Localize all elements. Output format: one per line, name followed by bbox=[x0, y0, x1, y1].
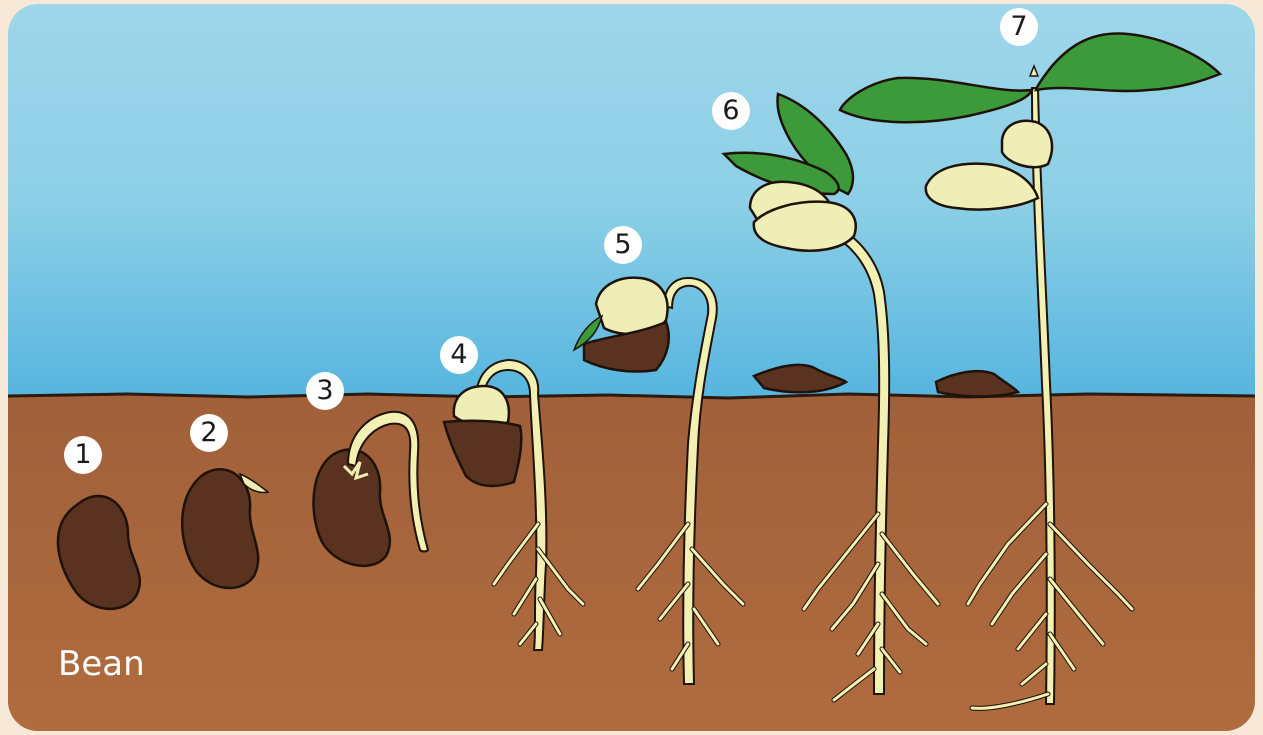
stage-4-number: 4 bbox=[440, 336, 478, 374]
stage-3-number: 3 bbox=[306, 372, 344, 410]
stage-6-number: 6 bbox=[712, 92, 750, 130]
stage-5-number: 5 bbox=[604, 226, 642, 264]
bean-germination-diagram bbox=[8, 4, 1255, 731]
caption-bean: Bean bbox=[58, 644, 145, 684]
stage-7-number: 7 bbox=[1000, 8, 1038, 46]
diagram-frame: 1 2 3 4 5 6 7 Bean bbox=[8, 4, 1255, 731]
stage-2-number: 2 bbox=[190, 414, 228, 452]
stage-1-number: 1 bbox=[64, 436, 102, 474]
